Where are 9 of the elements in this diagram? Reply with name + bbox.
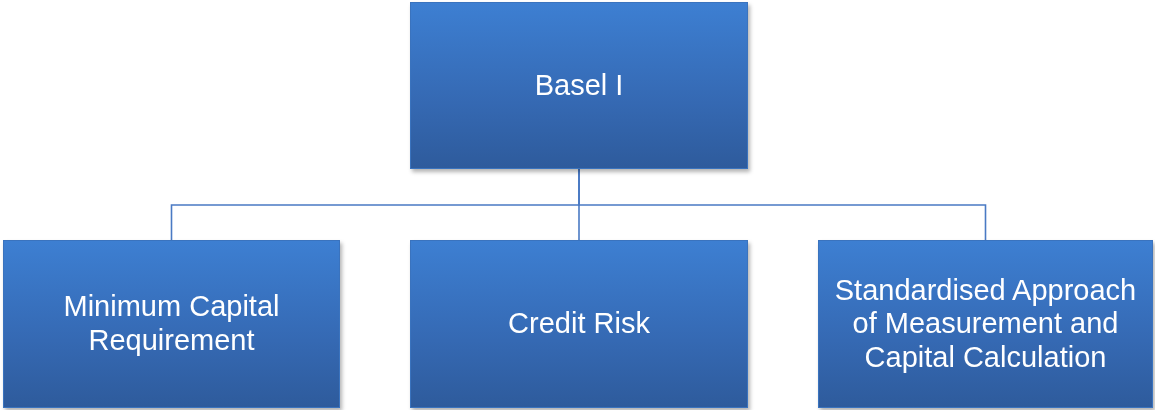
- box-label: Credit Risk: [508, 307, 650, 341]
- process-box: [818, 240, 1153, 408]
- box-label: Standardised Approach of Measurement and Capital Calculation: [833, 273, 1138, 375]
- process-box: [410, 2, 748, 169]
- process-box: [410, 240, 748, 408]
- box-label: Basel I: [534, 68, 624, 103]
- box-label: Minimum Capital Requirement: [62, 290, 281, 358]
- process-box: [3, 240, 340, 408]
- connector-line: [578, 168, 987, 241]
